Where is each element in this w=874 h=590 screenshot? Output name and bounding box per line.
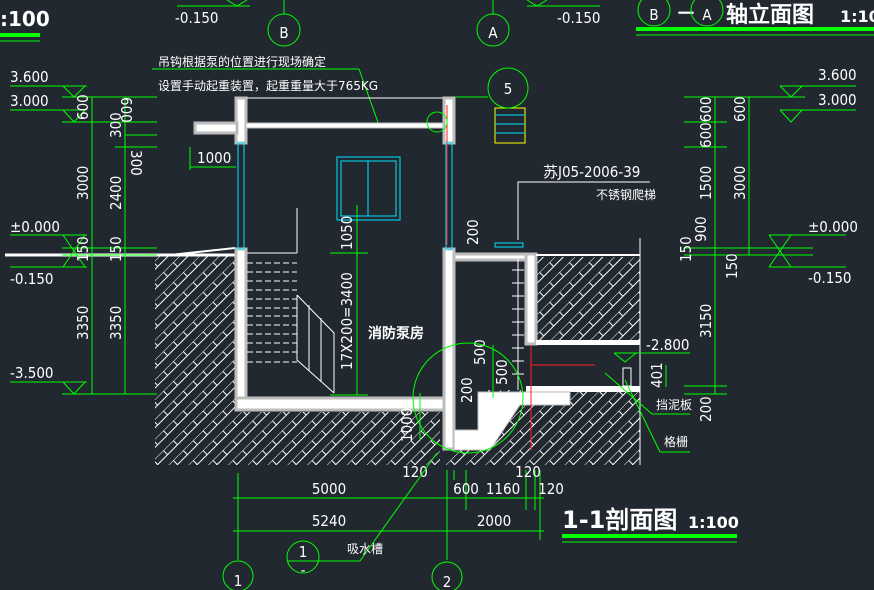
axis-label: A bbox=[488, 24, 498, 42]
dim-text: 1000 bbox=[398, 408, 416, 442]
level-label: ±0.000 bbox=[808, 218, 858, 236]
dim-text: 200 bbox=[458, 377, 476, 403]
level-label: 3.600 bbox=[10, 68, 49, 86]
detail-ref-sheet: - bbox=[301, 561, 306, 579]
stair bbox=[247, 208, 335, 394]
detail-ref-number: 5 bbox=[504, 80, 513, 98]
detail-ref-number: 1 bbox=[299, 543, 308, 561]
section-scale: 1:100 bbox=[688, 513, 739, 532]
dim-text: 3350 bbox=[107, 306, 125, 340]
left-dimensions: 3.600 3.000 ±0.000 -0.150 -3.500 600 300… bbox=[10, 68, 157, 395]
dim-text: 120 bbox=[402, 463, 428, 481]
dim-text: 150 bbox=[107, 236, 125, 262]
scale-fragment: :100 bbox=[0, 7, 50, 31]
dim-text: 3150 bbox=[697, 304, 715, 338]
elevation-title: B － A 轴立面图 1:10 bbox=[636, 0, 874, 36]
dim-text: 600 bbox=[117, 97, 135, 123]
window bbox=[445, 142, 453, 250]
ladder-detail-icon bbox=[494, 107, 526, 144]
interior-annotations: 1000 1050 17X200=3400 消防泵房 200 500 500 2… bbox=[189, 111, 524, 454]
note-line: 设置手动起重装置，起重重量大于765KG bbox=[158, 79, 378, 93]
level-label: 3.000 bbox=[10, 92, 49, 110]
level-label: -0.150 bbox=[808, 269, 852, 287]
dim-text: 3350 bbox=[74, 306, 92, 340]
axis-label: 1 bbox=[234, 572, 243, 590]
level-label: -0.150 bbox=[175, 9, 219, 27]
level-label: ±0.000 bbox=[10, 218, 60, 236]
title-text: 轴立面图 bbox=[726, 2, 814, 28]
dim-text: 600 bbox=[731, 96, 749, 122]
dim-text: 5240 bbox=[312, 512, 346, 530]
room-name: 消防泵房 bbox=[368, 325, 424, 342]
dim-text: 300 bbox=[107, 112, 125, 138]
dim-text: 120 bbox=[515, 463, 541, 481]
level-label: -0.150 bbox=[557, 9, 601, 27]
dim-text: 150 bbox=[677, 236, 695, 262]
dim-text: 300 bbox=[127, 150, 145, 176]
bottom-dimensions: 120 120 5000 600 1160 120 5240 2000 bbox=[233, 463, 564, 560]
detail-ref-bubble bbox=[487, 67, 529, 109]
level-label: -0.150 bbox=[10, 270, 54, 288]
detail-callout-circle bbox=[412, 342, 524, 454]
ladder-label: 不锈钢爬梯 bbox=[596, 188, 656, 202]
dim-text: 1500 bbox=[697, 166, 715, 200]
top-partial-elevation: :100 -0.150 -0.150 B A bbox=[0, 0, 601, 47]
axis-label: B bbox=[649, 6, 658, 24]
level-label: -2.800 bbox=[646, 336, 690, 354]
dim-text: 150 bbox=[723, 253, 741, 279]
level-label: -3.500 bbox=[10, 364, 54, 382]
level-label: 3.600 bbox=[818, 66, 857, 84]
dim-text: 3000 bbox=[731, 166, 749, 200]
dim-text: 1000 bbox=[197, 149, 231, 167]
detail-annotations: 5 苏J05-2006-39 不锈钢爬梯 -2.800 401 挡泥板 格栅 bbox=[455, 67, 692, 453]
section-title-text: 1-1剖面图 bbox=[562, 506, 677, 534]
dim-text: 500 bbox=[493, 359, 511, 385]
dim-text: 17X200=3400 bbox=[338, 272, 356, 370]
window bbox=[336, 156, 401, 221]
title-underline bbox=[0, 33, 40, 37]
dim-text: 900 bbox=[692, 216, 710, 242]
dim-text: 200 bbox=[464, 219, 482, 245]
dim-text: 401 bbox=[648, 362, 666, 388]
dim-text: 200 bbox=[697, 396, 715, 422]
dim-text: 1050 bbox=[338, 216, 356, 250]
detail-ref-bubble bbox=[286, 540, 320, 574]
axis-label: B bbox=[279, 24, 288, 42]
dim-text: 1160 bbox=[486, 480, 520, 498]
axis-bubble-b bbox=[267, 13, 301, 47]
standard-reference: 苏J05-2006-39 bbox=[543, 163, 640, 181]
dim-text: 3000 bbox=[74, 166, 92, 200]
title-scale: 1:10 bbox=[840, 7, 874, 26]
axis-label: A bbox=[702, 6, 712, 24]
stainless-ladder bbox=[512, 258, 524, 390]
axis-label: 2 bbox=[443, 573, 452, 590]
hoist-note: 吊钩根据泵的位置进行现场确定 设置手动起重装置，起重重量大于765KG bbox=[152, 54, 381, 129]
axis-bubble-a bbox=[476, 13, 510, 47]
dim-text: 5000 bbox=[312, 480, 346, 498]
grille-label: 格栅 bbox=[664, 434, 688, 449]
note-line: 吊钩根据泵的位置进行现场确定 bbox=[158, 54, 326, 69]
dim-text: 120 bbox=[538, 480, 564, 498]
level-label: 3.000 bbox=[818, 91, 857, 109]
mud-board-label: 挡泥板 bbox=[656, 398, 692, 412]
dim-text: 2400 bbox=[107, 176, 125, 210]
axis-bubbles: 1 2 1 - 吸水槽 bbox=[222, 452, 463, 590]
dim-text: 600 bbox=[74, 94, 92, 120]
dim-text: 600600 bbox=[697, 96, 715, 148]
window bbox=[237, 142, 245, 250]
right-dimensions: 3.600 3.000 ±0.000 -0.150 600600 1500 90… bbox=[677, 66, 858, 422]
detail-ref-label: 吸水槽 bbox=[347, 542, 383, 556]
dim-text: 2000 bbox=[477, 512, 511, 530]
dim-text: 150 bbox=[74, 236, 92, 262]
dim-text: 600 bbox=[453, 480, 479, 498]
title-dash: － bbox=[676, 1, 696, 25]
section-title: 1-1剖面图 1:100 bbox=[562, 506, 739, 543]
